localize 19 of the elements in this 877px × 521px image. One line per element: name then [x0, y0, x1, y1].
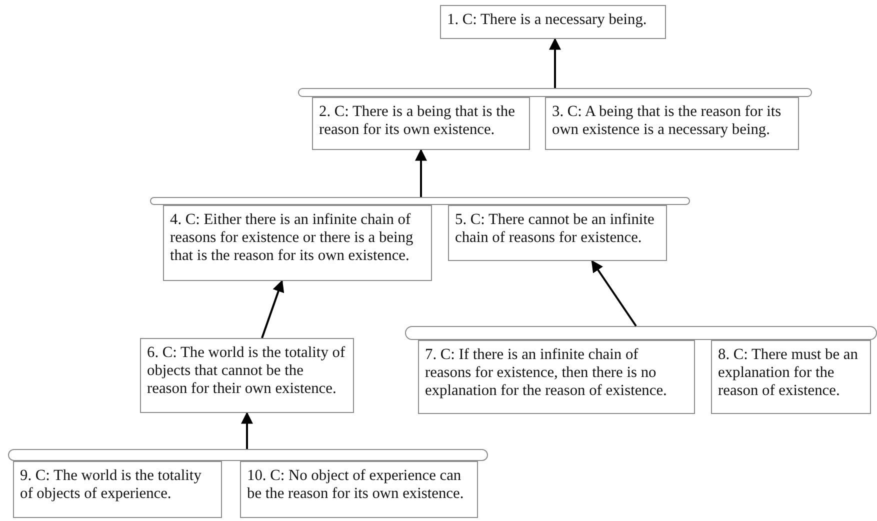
arrow [549, 38, 561, 88]
claim-box: 10. C: No object of experience can be the reason for its own existence. [240, 461, 478, 518]
arrow [415, 148, 427, 197]
claim-box: 3. C: A being that is the reason for its own existence is a necessary being. [545, 97, 799, 150]
claim-box: 9. C: The world is the totality of objects of experience. [13, 461, 222, 518]
bracket-bar [405, 326, 877, 340]
claim-box: 1. C: There is a necessary being. [440, 5, 666, 39]
bracket-bar [8, 449, 488, 461]
bracket-bar [298, 88, 812, 97]
claim-box: 7. C: If there is an infinite chain of reasons for existence, then there is no explanation for the reason of existence. [418, 340, 695, 414]
bracket-bar [150, 197, 690, 205]
arrow [591, 260, 637, 327]
claim-box: 2. C: There is a being that is the reason for its own existence. [312, 97, 530, 150]
claim-box: 6. C: The world is the totality of objects that cannot be the reason for their own existence. [140, 338, 354, 413]
claim-box: 4. C: Either there is an infinite chain of reasons for existence or there is a being that is the reason for its own existence. [163, 205, 432, 281]
claim-box: 8. C: There must be an explanation for the reason of existence. [711, 340, 871, 414]
arrow [261, 280, 284, 338]
arrow [241, 412, 253, 449]
claim-box: 5. C: There cannot be an infinite chain of reasons for existence. [448, 205, 667, 261]
